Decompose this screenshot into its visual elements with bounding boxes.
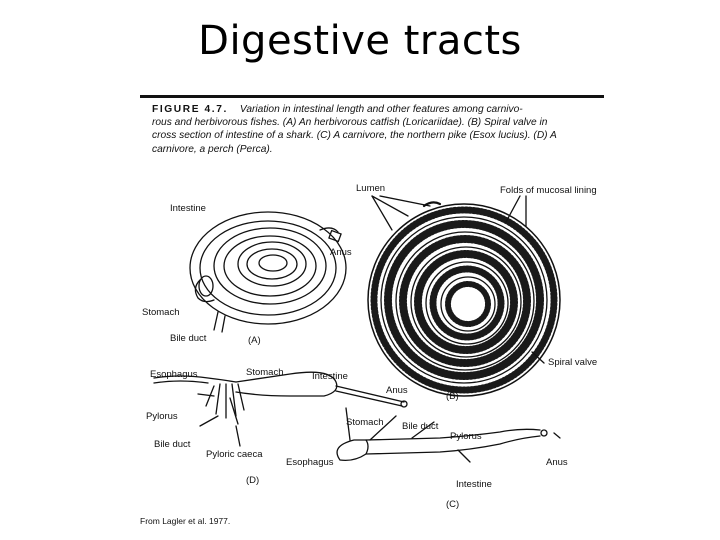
figure-rule [140, 95, 604, 98]
coiled-intestine-drawing [189, 211, 347, 333]
caption-line-1: Variation in intestinal length and other… [239, 104, 523, 115]
label-a-bile-duct: Bile duct [170, 333, 207, 344]
label-b-panel: (B) [446, 391, 459, 402]
label-d-panel: (D) [246, 475, 260, 486]
caption-line-2: rous and herbivorous fishes. (A) An herb… [152, 117, 548, 129]
figure-label: FIGURE 4.7. [152, 104, 228, 115]
label-d-esophagus: Esophagus [150, 369, 198, 380]
label-c-bile-duct: Bile duct [402, 421, 439, 432]
figure-credit: From Lagler et al. 1977. [140, 516, 231, 526]
label-b-folds: Folds of mucosal lining [500, 185, 597, 196]
figure-caption: FIGURE 4.7. Variation in intestinal lengt… [152, 103, 604, 156]
label-a-anus: Anus [330, 247, 352, 258]
label-b-spiral-valve: Spiral valve [548, 357, 598, 368]
label-c-pylorus: Pylorus [450, 431, 482, 442]
pike-gut-drawing [336, 407, 561, 463]
label-b-lumen: Lumen [356, 183, 386, 194]
label-d-pyloric-caeca: Pyloric caeca [206, 449, 263, 460]
label-c-stomach: Stomach [346, 417, 384, 428]
perch-gut-drawing [153, 371, 408, 447]
label-d-intestine: Intestine [312, 371, 348, 382]
label-d-pylorus: Pylorus [146, 411, 178, 422]
label-c-intestine: Intestine [456, 479, 492, 490]
label-c-panel: (C) [446, 499, 460, 510]
figure-panel: FIGURE 4.7. Variation in intestinal lengt… [140, 95, 608, 526]
label-d-bile-duct: Bile duct [154, 439, 191, 450]
label-a-panel: (A) [248, 335, 261, 346]
label-c-esophagus: Esophagus [286, 457, 334, 468]
caption-line-3: cross section of intestine of a shark. (… [152, 130, 557, 142]
label-d-stomach: Stomach [246, 367, 284, 378]
spiral-valve-drawing [367, 195, 561, 397]
label-c-anus: Anus [546, 457, 568, 468]
slide-title: Digestive tracts [198, 18, 522, 64]
digestive-tract-illustration [153, 195, 561, 463]
label-a-intestine: Intestine [170, 203, 206, 214]
caption-line-4: carnivore, a perch (Perca). [152, 143, 273, 155]
label-d-anus: Anus [386, 385, 408, 396]
label-a-stomach: Stomach [142, 307, 180, 318]
